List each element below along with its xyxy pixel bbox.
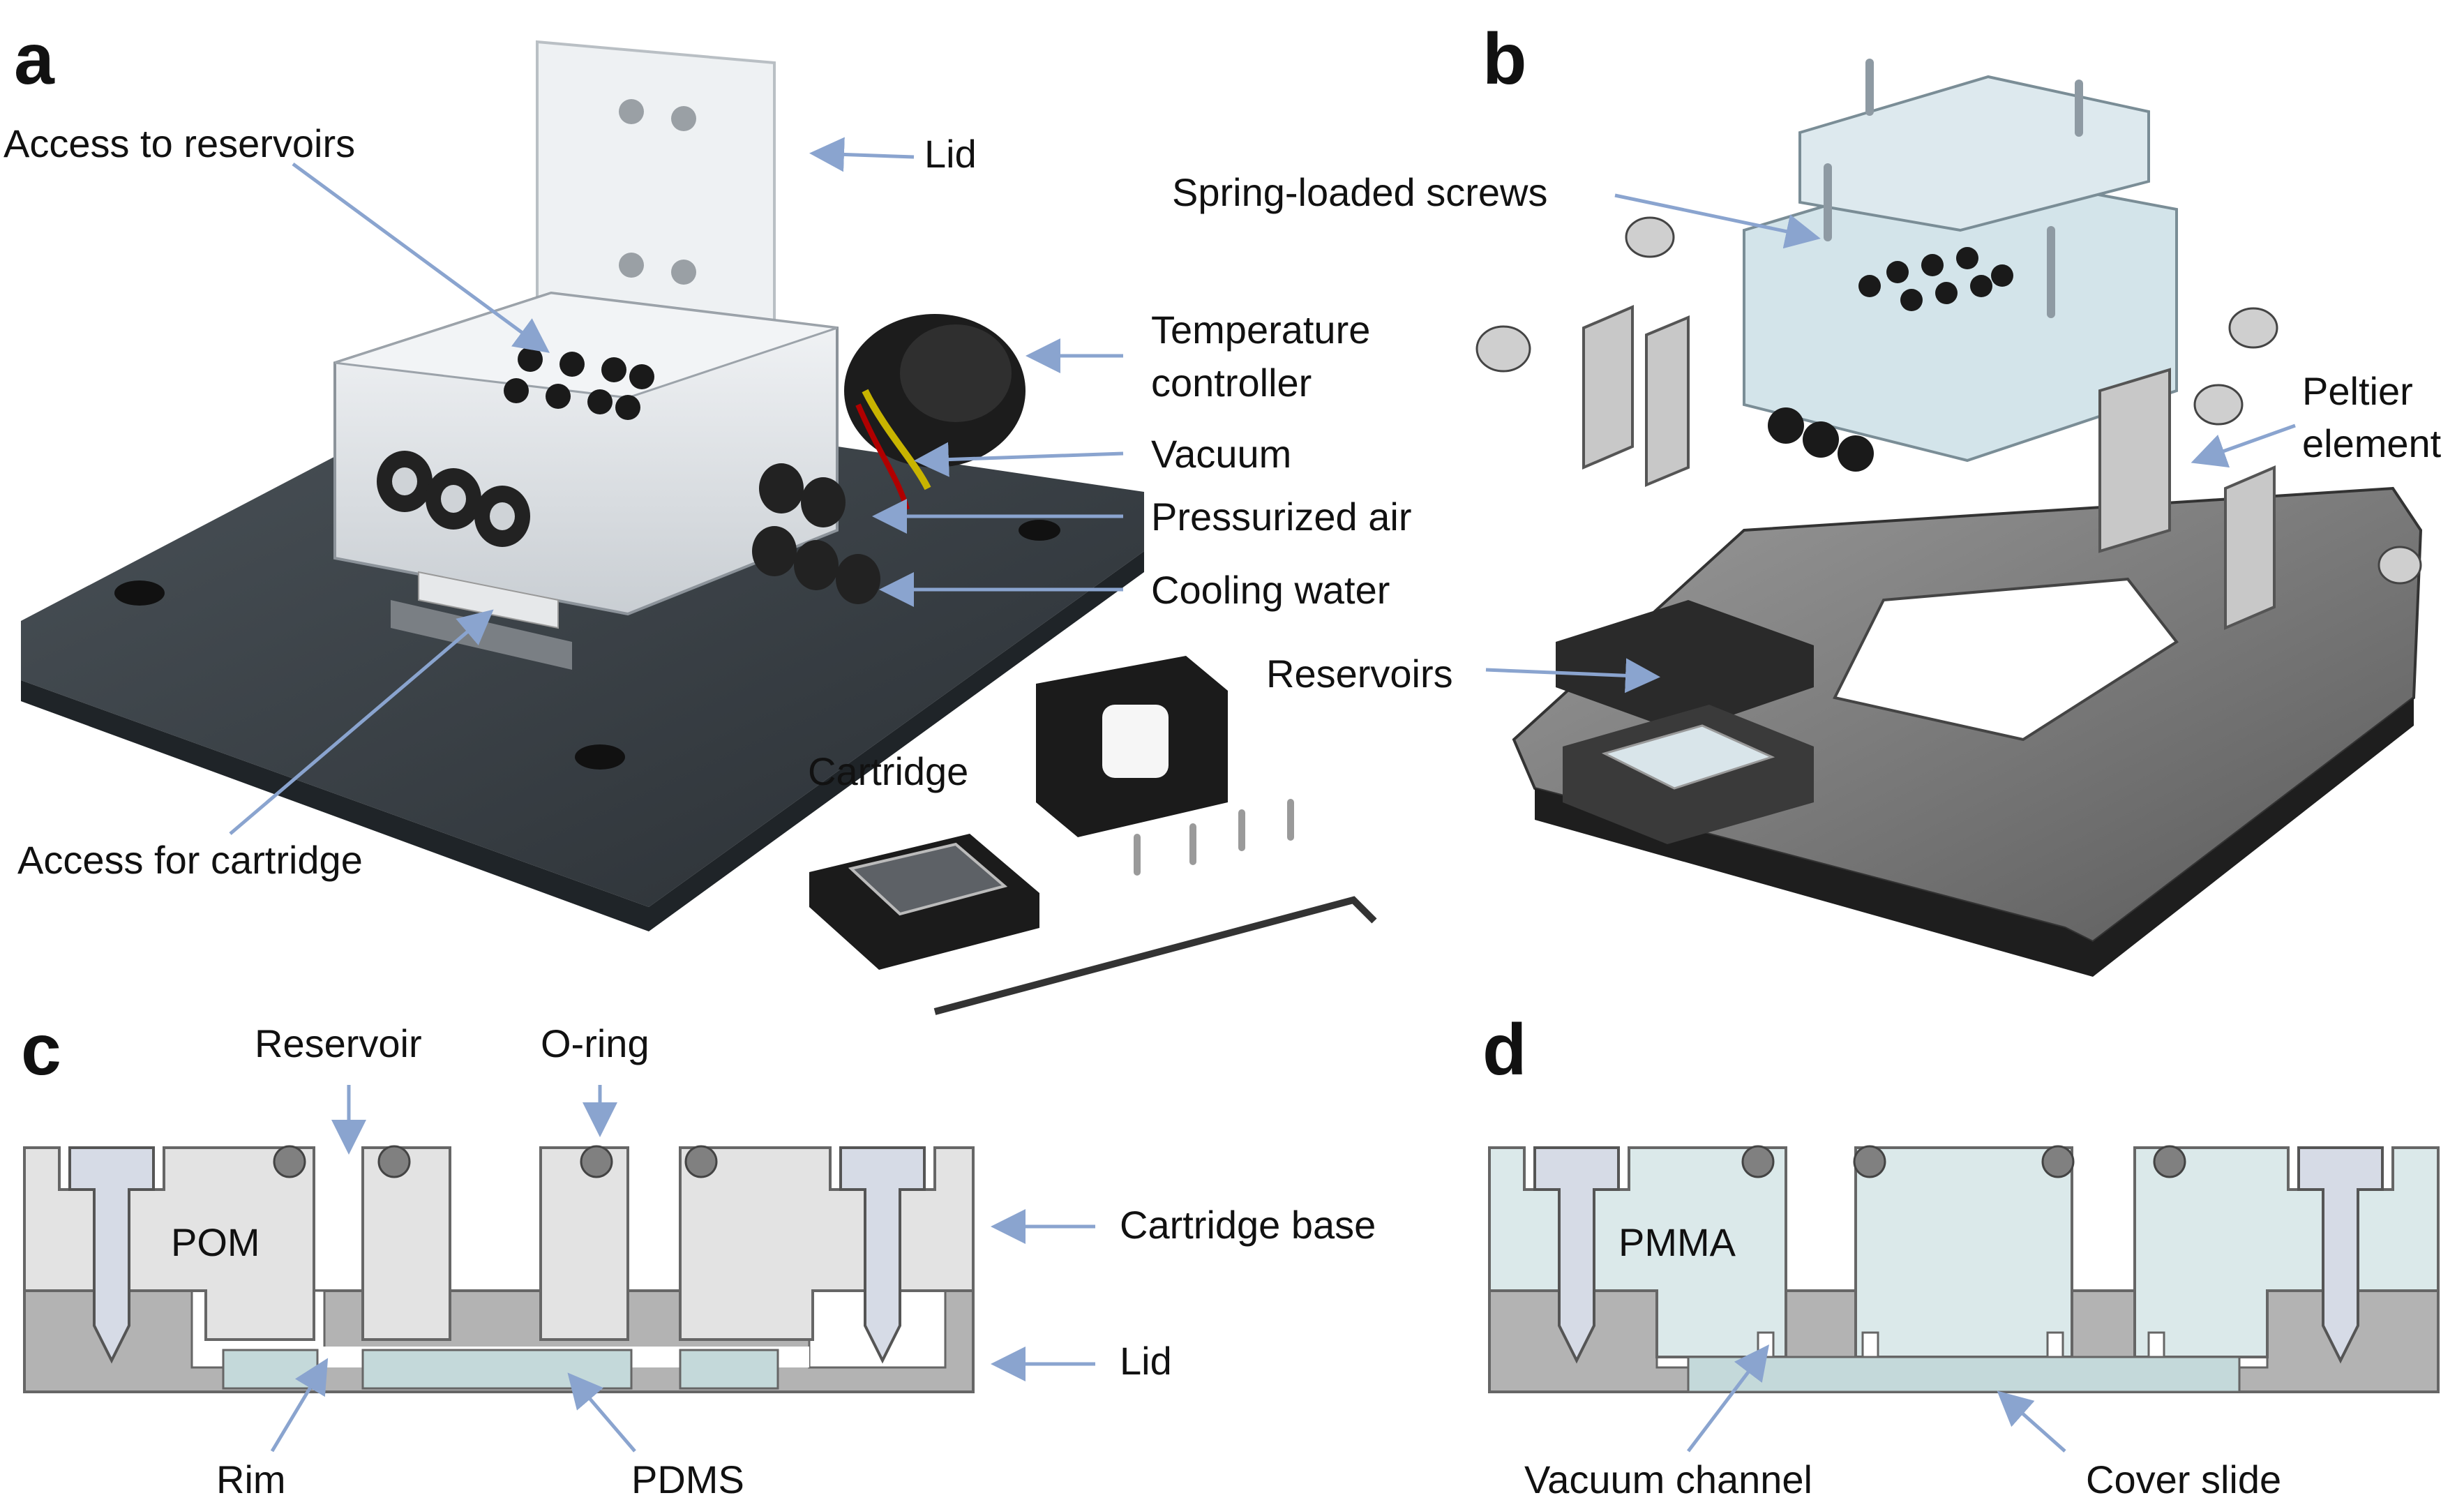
label-pom: POM: [171, 1220, 260, 1264]
panel-c: c: [21, 1010, 1376, 1501]
label-reservoir: Reservoir: [255, 1021, 422, 1065]
label-temperature-2: controller: [1151, 361, 1312, 405]
d-o-rings: [1741, 1145, 2186, 1178]
d-screws: [1533, 1146, 2384, 1364]
cartridge-parts: [809, 656, 1377, 1015]
label-spring-screws: Spring-loaded screws: [1172, 170, 1547, 214]
panel-b-arrows: [1485, 193, 2296, 693]
fittings-right: [752, 463, 880, 604]
c-o-rings: [273, 1145, 718, 1178]
label-peltier-1: Peltier: [2302, 369, 2413, 413]
label-pressurized-air: Pressurized air: [1151, 495, 1411, 539]
exploded-base: [1512, 486, 2423, 977]
label-lid-c: Lid: [1120, 1339, 1172, 1383]
label-cartridge: Cartridge: [808, 749, 968, 793]
label-peltier-2: element: [2302, 421, 2442, 465]
label-access-cartridge: Access for cartridge: [17, 838, 363, 882]
cartridge-holder-block: [333, 291, 880, 670]
panel-d-arrows: [1687, 1344, 2066, 1453]
label-o-ring: O-ring: [541, 1021, 649, 1065]
c-pdms: [222, 1349, 779, 1390]
panel-c-arrows: [270, 1085, 1095, 1453]
label-pmma: PMMA: [1618, 1220, 1736, 1264]
label-cartridge-base: Cartridge base: [1120, 1203, 1376, 1247]
d-cover-slide: [1687, 1356, 2241, 1393]
label-access-reservoirs: Access to reservoirs: [3, 121, 355, 165]
label-cooling-water: Cooling water: [1151, 568, 1390, 612]
label-rim: Rim: [216, 1457, 286, 1501]
exploded-upper-block: [1743, 59, 2178, 463]
panel-a-arrows: [229, 137, 1124, 835]
side-clamps: [1582, 304, 2276, 631]
label-vacuum-channel: Vacuum channel: [1524, 1457, 1812, 1501]
label-pdms: PDMS: [631, 1457, 744, 1501]
label-vacuum: Vacuum: [1151, 432, 1291, 476]
panel-a-letter: a: [14, 19, 55, 100]
label-lid-a: Lid: [924, 132, 977, 176]
panel-c-letter: c: [21, 1010, 61, 1090]
base-plate: [21, 391, 1144, 931]
panel-a: a: [3, 19, 1411, 1015]
lid-plate: [536, 40, 776, 351]
label-temperature-1: Temperature: [1151, 308, 1370, 352]
panel-b-letter: b: [1482, 19, 1527, 100]
panel-d: d: [1482, 1010, 2440, 1501]
b-fittings: [1768, 407, 1874, 472]
label-reservoirs: Reservoirs: [1266, 652, 1453, 696]
reservoirs-plate: [1556, 600, 1814, 844]
c-screws: [68, 1146, 926, 1364]
panel-b: b: [1172, 19, 2442, 977]
panel-d-letter: d: [1482, 1010, 1527, 1090]
d-pmma-blocks: [1488, 1146, 2440, 1358]
label-cover-slide: Cover slide: [2086, 1457, 2281, 1501]
